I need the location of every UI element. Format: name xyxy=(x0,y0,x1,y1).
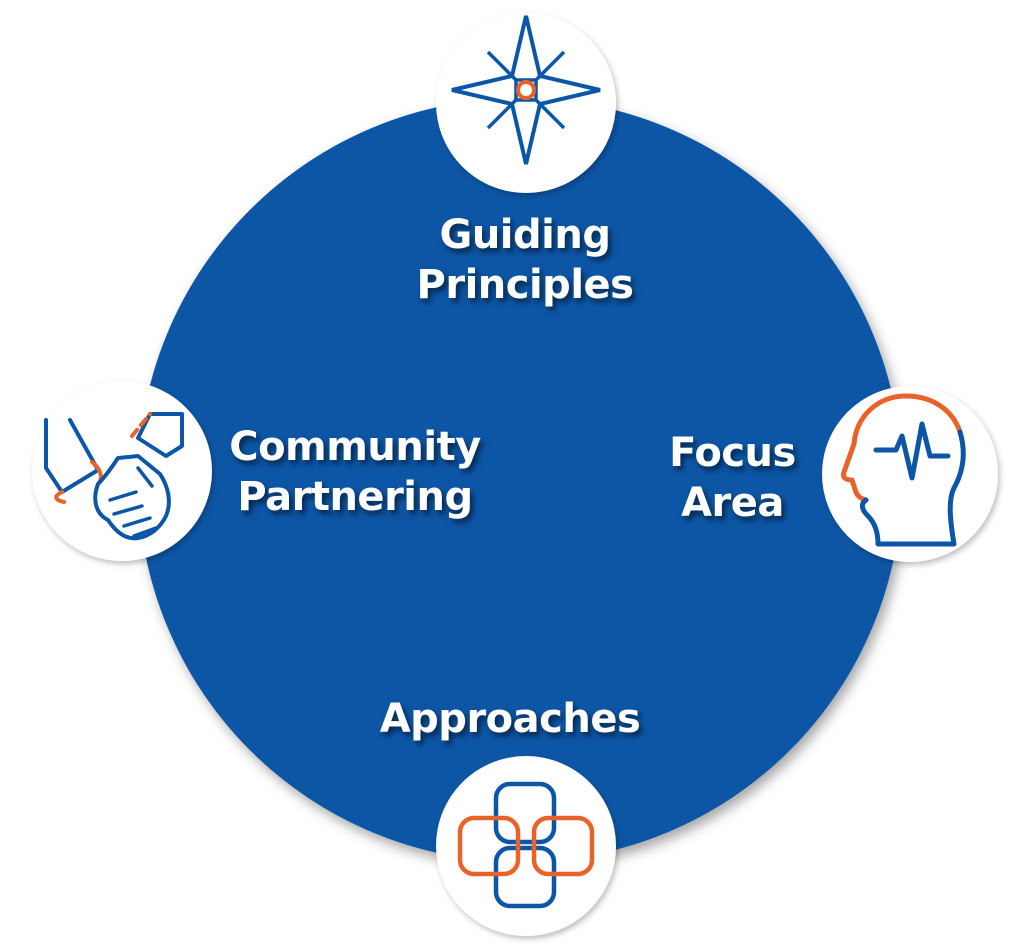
handshake-icon xyxy=(44,412,184,541)
label-line: Area xyxy=(681,480,784,526)
label-line: Approaches xyxy=(379,696,641,742)
interlocking-links-icon xyxy=(457,781,595,909)
label-guiding-principles: Guiding Principles xyxy=(340,210,710,310)
label-focus-area: Focus Area xyxy=(640,428,825,528)
badge-guiding-principles xyxy=(436,13,616,193)
label-line: Focus xyxy=(669,430,796,476)
badge-focus-area xyxy=(822,386,998,562)
label-line: Community xyxy=(229,424,481,470)
head-pulse-icon xyxy=(841,393,966,547)
main-circle xyxy=(138,98,902,862)
label-line: Guiding xyxy=(439,212,611,258)
label-approaches: Approaches xyxy=(360,694,660,744)
badge-approaches xyxy=(436,756,616,936)
compass-star-icon xyxy=(451,15,601,165)
label-community-partnering: Community Partnering xyxy=(200,422,510,522)
badge-community-partnering xyxy=(32,381,212,561)
label-line: Partnering xyxy=(237,474,473,520)
label-line: Principles xyxy=(416,262,634,308)
